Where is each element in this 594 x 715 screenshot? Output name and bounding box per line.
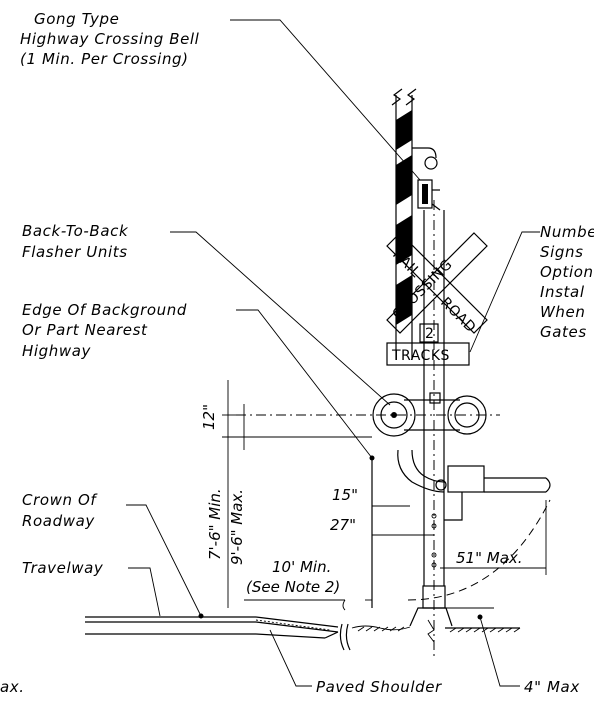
label-bell-qty: (1 Min. Per Crossing) <box>20 50 189 68</box>
label-crown-2: Roadway <box>22 512 95 530</box>
label-travelway: Travelway <box>22 559 104 577</box>
dim-9-6-max: 9'-6" Max. <box>228 489 246 565</box>
label-number-4: Instal <box>540 283 585 301</box>
dim-12in: 12" <box>200 404 218 430</box>
label-4in-max: 4" Max <box>524 678 580 696</box>
leader-lines <box>126 19 540 687</box>
label-number-3: Option <box>540 263 594 281</box>
dim-10ft-min: 10' Min. <box>272 558 331 576</box>
label-number-1: Numbe <box>540 223 594 241</box>
dim-51in-max: 51" Max. <box>456 549 523 567</box>
label-ax-cut: ax. <box>0 678 25 696</box>
sign-tracks: TRACKS <box>391 348 450 364</box>
roadway <box>85 616 339 639</box>
gate-mechanism <box>397 449 551 601</box>
foundation <box>409 585 453 627</box>
label-flasher-2: Flasher Units <box>22 243 128 261</box>
dimension-lines <box>222 380 547 611</box>
label-edge-2: Or Part Nearest <box>22 321 148 339</box>
gate-mast <box>391 88 417 360</box>
label-number-2: Signs <box>540 243 584 261</box>
label-paved-shoulder: Paved Shoulder <box>316 678 442 696</box>
label-bell-type: Gong Type <box>34 10 119 28</box>
label-bell-name: Highway Crossing Bell <box>20 30 200 48</box>
flasher-units <box>236 392 500 437</box>
label-edge-1: Edge Of Background <box>22 301 187 319</box>
dim-7-6-min: 7'-6" Min. <box>206 488 224 560</box>
dim-15in: 15" <box>332 486 358 504</box>
dim-see-note: (See Note 2) <box>246 578 340 596</box>
label-crown-1: Crown Of <box>22 491 98 509</box>
label-number-5: When <box>540 303 585 321</box>
label-number-6: Gates <box>540 323 587 341</box>
ground-hatch <box>339 619 521 651</box>
label-edge-3: Highway <box>22 342 92 360</box>
sign-tracks-number: 2 <box>425 326 434 342</box>
crossbuck-sign: RAIL ROAD CROSSING 2 TRACKS <box>386 232 488 366</box>
label-flasher-1: Back-To-Back <box>22 222 129 240</box>
dim-27in: 27" <box>330 516 356 534</box>
gong-bell <box>412 147 441 211</box>
